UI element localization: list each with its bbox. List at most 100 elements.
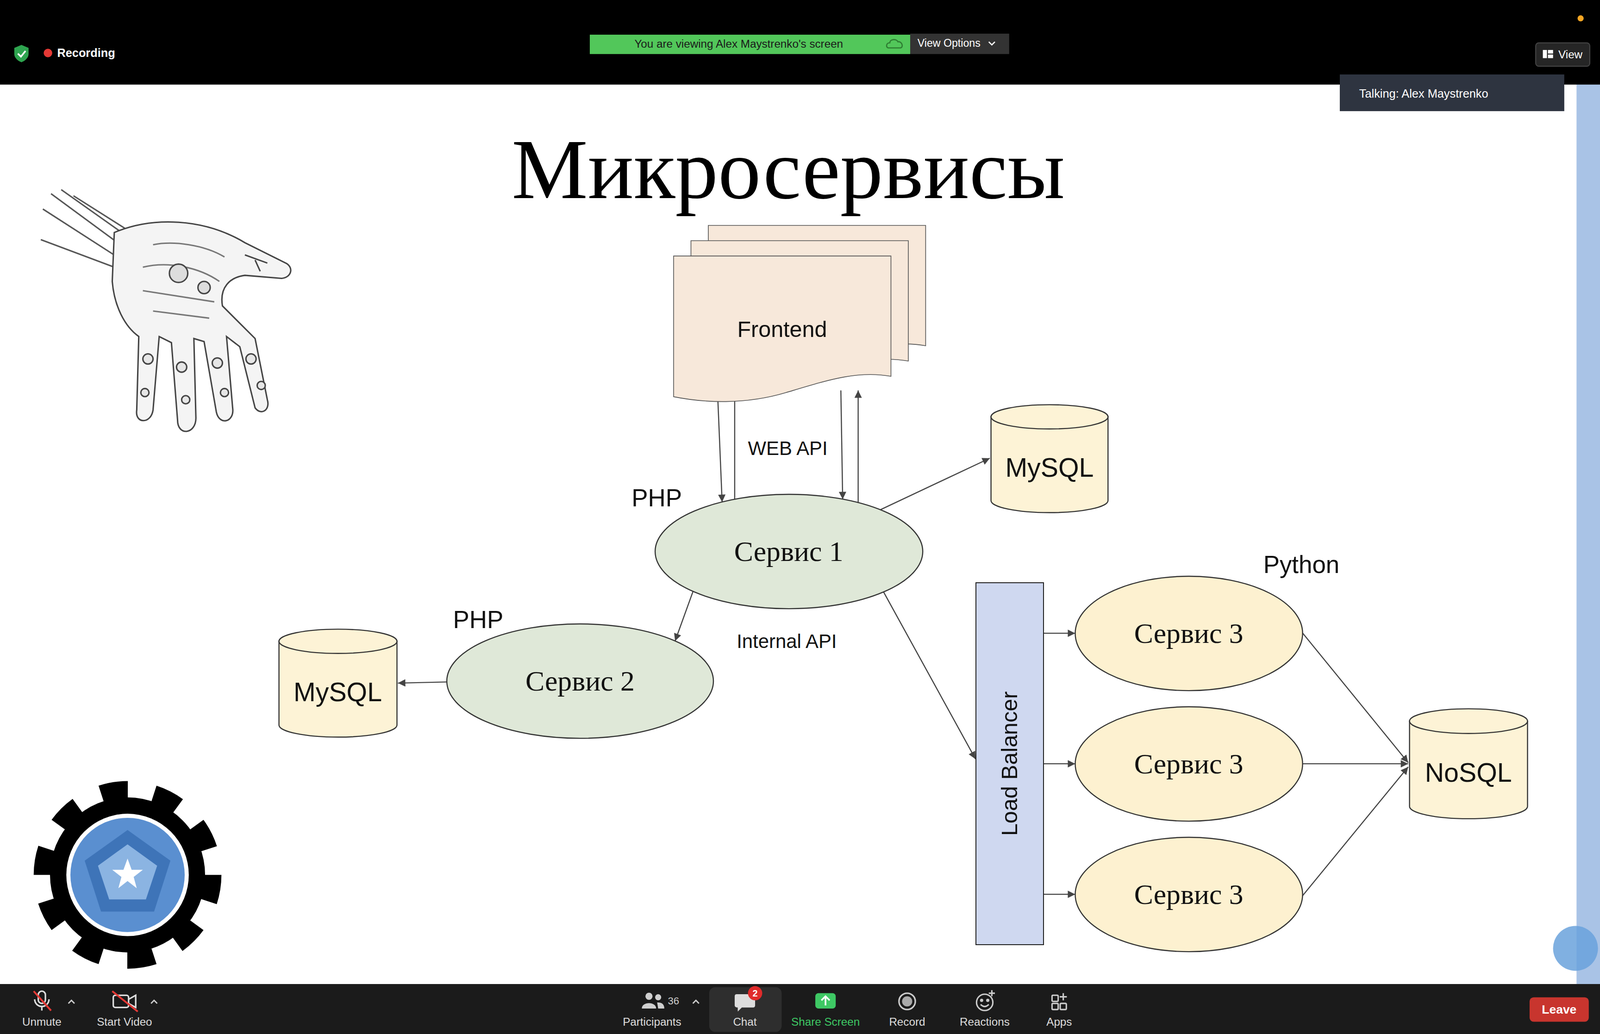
talking-panel <box>1339 74 1565 112</box>
node-label: Сервис 1 <box>734 535 844 569</box>
arrow-connector <box>1043 763 1076 765</box>
ellipse-outline <box>1075 706 1303 822</box>
arrow-connector <box>675 591 694 642</box>
apps-icon <box>1051 993 1067 1010</box>
document-page <box>673 256 891 402</box>
tech-label: PHP <box>631 484 682 513</box>
shield-icon <box>14 44 29 63</box>
banner-text: You are viewing Alex Maystrenko's screen <box>634 37 844 51</box>
mic-icon <box>33 991 51 1011</box>
cylinder-top <box>1409 708 1528 734</box>
side-strip <box>1576 84 1600 985</box>
toolbar <box>0 984 1600 1034</box>
chat-badge <box>748 986 763 1001</box>
video-icon <box>112 991 138 1012</box>
participant-count: 36 <box>667 995 680 1008</box>
leave-button <box>1529 997 1589 1023</box>
reactions-icon <box>976 990 995 1011</box>
view-options-button <box>910 33 1010 55</box>
arrow-connector <box>883 592 976 760</box>
toolbar-label: Chat <box>732 1015 757 1029</box>
frontend-stack: Frontend <box>673 225 926 403</box>
node-label: Сервис 3 <box>1134 878 1244 912</box>
ellipse-outline <box>446 624 714 739</box>
leave-label: Leave <box>1541 1002 1577 1017</box>
record-icon <box>899 993 916 1010</box>
node-label: Load Balancer <box>996 691 1023 837</box>
cylinder-body <box>991 417 1109 513</box>
toolbar-label: Reactions <box>959 1015 1010 1029</box>
arrow-connector <box>1302 763 1409 765</box>
service-ellipse: PythonСервис 3 <box>1073 575 1305 692</box>
status-dot <box>1577 15 1584 22</box>
toolbar-label: Apps <box>1046 1015 1072 1029</box>
cylinder-body <box>278 641 397 738</box>
toolbar-label: Participants <box>622 1015 682 1029</box>
arrow-connector <box>880 458 990 511</box>
frontend-stack-outline <box>673 225 926 403</box>
slide-title: Микросервисы <box>0 120 1577 219</box>
database-cylinder: MySQL <box>277 628 399 739</box>
toolbar-label: Unmute <box>22 1015 62 1029</box>
arrow-connector <box>1302 767 1409 897</box>
gear-logo <box>43 791 212 959</box>
node-label: MySQL <box>1005 452 1094 484</box>
api-label: WEB API <box>748 437 828 460</box>
badge-number: 2 <box>752 987 758 999</box>
node-label: NoSQL <box>1425 757 1513 789</box>
grid-icon <box>1543 50 1554 59</box>
arrow-connector <box>1043 893 1076 895</box>
cloud-icon <box>886 39 903 49</box>
database-cylinder: MySQL <box>989 403 1110 514</box>
node-label: Сервис 2 <box>525 664 635 698</box>
view-button <box>1535 43 1590 67</box>
view-banner <box>589 34 911 55</box>
recording-label: Recording <box>56 46 115 60</box>
load-balancer-bar: Load Balancer <box>975 582 1044 946</box>
record-dot <box>43 48 53 58</box>
share-icon <box>815 993 836 1009</box>
tech-label: PHP <box>453 606 504 635</box>
node-label: Сервис 3 <box>1134 617 1244 650</box>
service-ellipse: Сервис 3 <box>1073 706 1305 823</box>
participants-icon <box>641 993 664 1009</box>
database-cylinder: NoSQL <box>1408 707 1529 820</box>
tech-label: Python <box>1263 550 1340 580</box>
menu-label: View Options <box>917 36 981 50</box>
node-label: Сервис 3 <box>1134 747 1244 781</box>
api-label: Internal API <box>736 630 837 653</box>
cylinder-top <box>991 405 1109 430</box>
arrow-connector <box>1043 632 1076 634</box>
chevron-icon <box>68 1000 75 1004</box>
chevron-icon <box>988 41 995 45</box>
node-label: MySQL <box>293 677 382 708</box>
cylinder-top <box>278 629 397 654</box>
button-label: View <box>1558 48 1583 62</box>
chevron-icon <box>150 1000 157 1004</box>
slide <box>0 84 1577 985</box>
arrow-connector <box>1302 632 1409 763</box>
arrow-connector <box>717 390 723 502</box>
arrow-connector <box>398 681 448 683</box>
top-bar <box>0 0 1600 85</box>
toolbar-label: Start Video <box>96 1015 152 1029</box>
arrow-connector <box>857 390 859 503</box>
chat-highlight <box>709 987 782 1033</box>
service-ellipse: PHPСервис 1 <box>653 493 925 610</box>
speaker-label: Talking: Alex Maystrenko <box>1359 87 1489 101</box>
floating-dot <box>1553 925 1599 971</box>
ellipse-outline <box>1075 576 1303 691</box>
arrow-connector <box>734 390 736 500</box>
arrow-connector <box>840 390 843 500</box>
service-ellipse: Сервис 3 <box>1073 836 1305 953</box>
chevron-icon <box>693 1000 700 1004</box>
ellipse-outline <box>1075 837 1303 952</box>
ellipse-outline <box>655 494 923 609</box>
cylinder-body <box>1409 721 1528 819</box>
toolbar-label: Record <box>888 1015 925 1029</box>
node-label: Frontend <box>737 316 827 343</box>
service-ellipse: PHPСервис 2 <box>444 623 716 740</box>
toolbar-label: Share Screen <box>791 1015 860 1029</box>
robot-hand-illustration <box>40 189 291 432</box>
